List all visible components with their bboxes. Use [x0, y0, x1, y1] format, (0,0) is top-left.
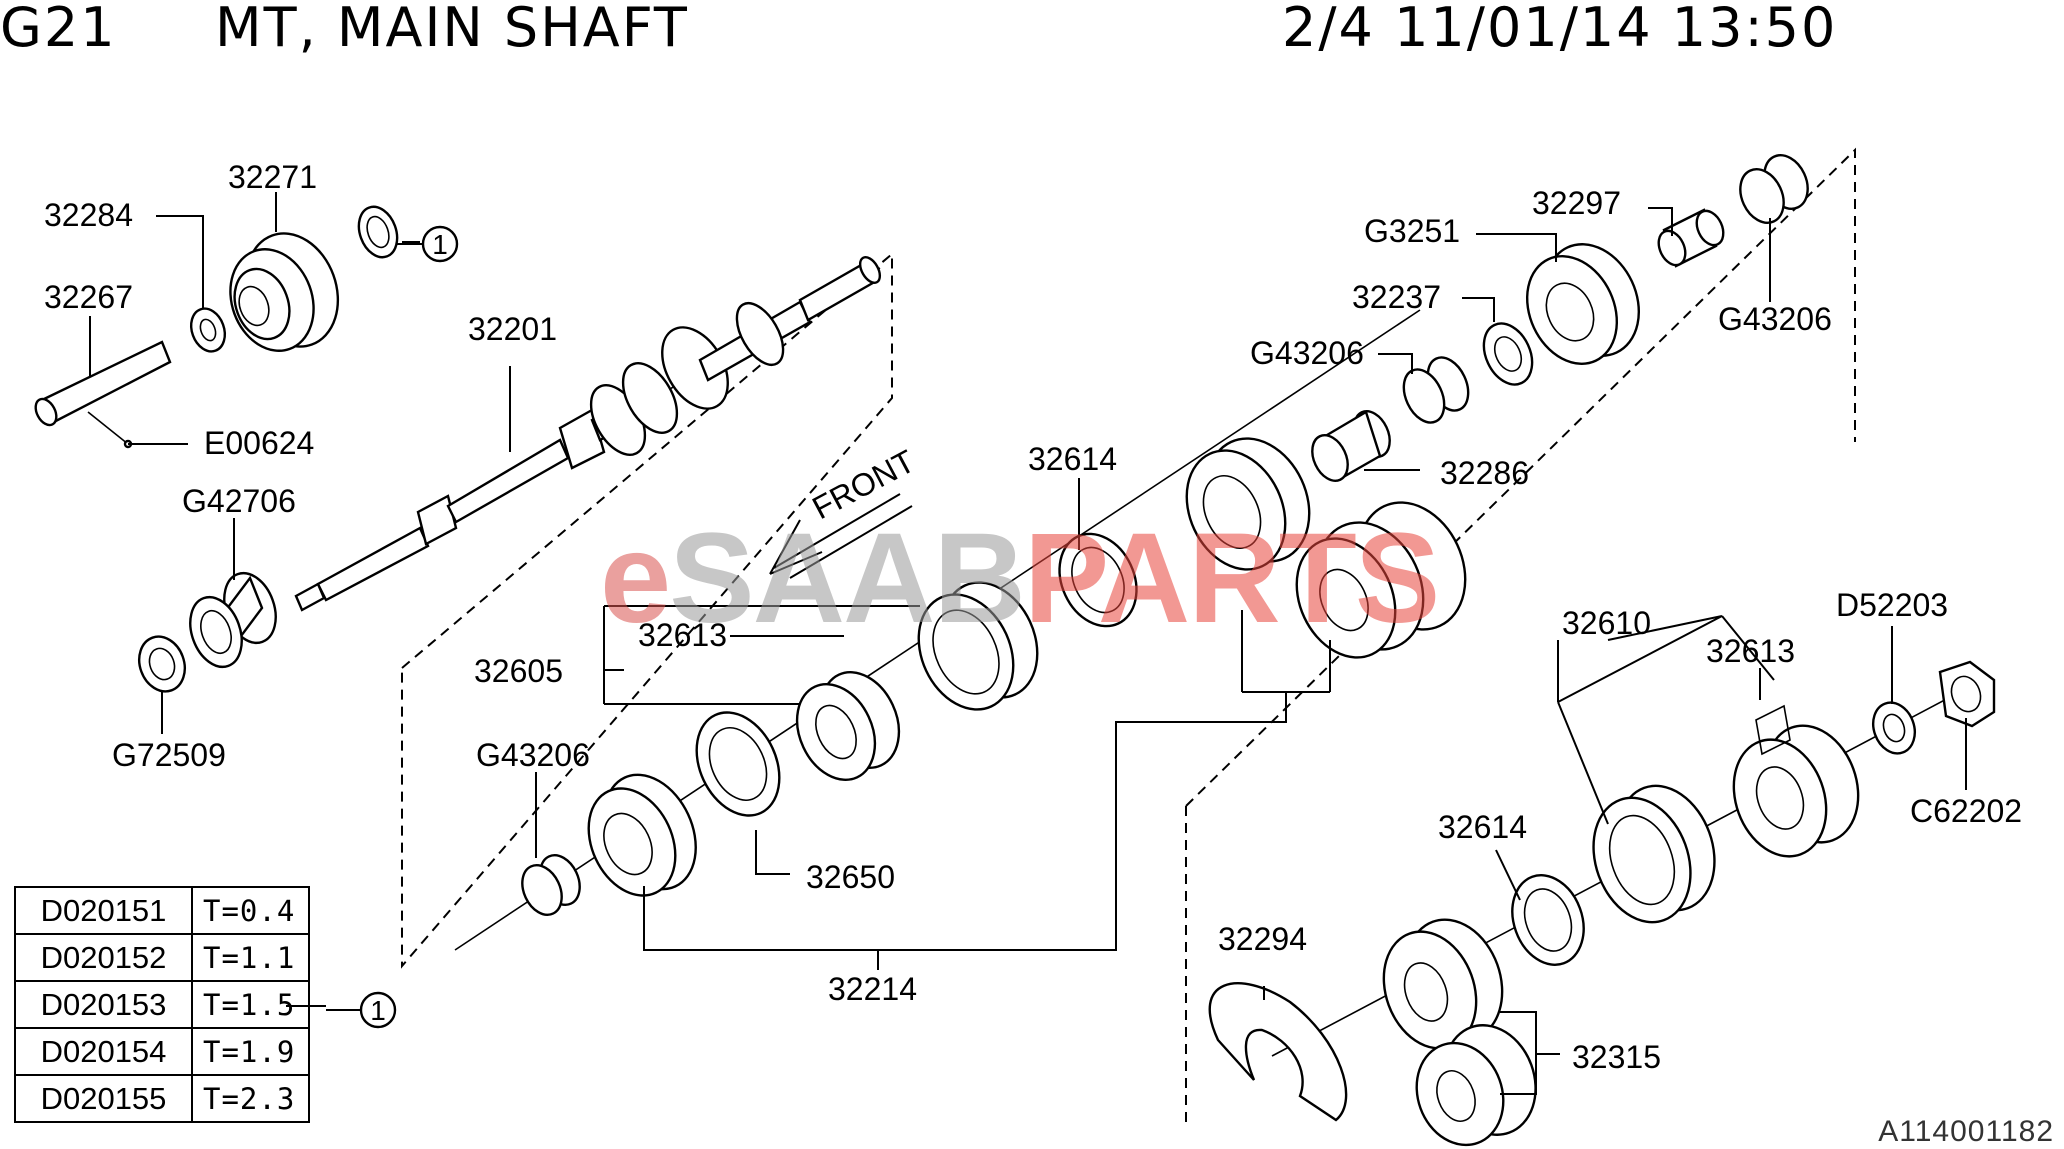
half-ring-32294	[1208, 982, 1348, 1122]
shim-thickness: T=1.9	[191, 1027, 310, 1076]
label-32605: 32605	[474, 653, 563, 689]
bearing-G43206-b	[1739, 154, 1809, 224]
callout-circle-table: 1	[359, 991, 397, 1029]
document-id: A114001182	[1878, 1115, 2054, 1148]
main-shaft	[294, 256, 882, 612]
bearing-G3251	[1525, 243, 1641, 365]
hub-32605	[795, 670, 901, 782]
label-32286: 32286	[1440, 455, 1529, 491]
collar-32297	[1657, 208, 1725, 268]
label-G43206-b: G43206	[1718, 301, 1832, 337]
label-32613-a: 32613	[638, 617, 727, 653]
label-32201: 32201	[468, 311, 557, 347]
label-32214: 32214	[828, 971, 917, 1007]
svg-text:1: 1	[432, 229, 448, 260]
bearing-G42706	[189, 571, 277, 669]
bearing-G43206-c	[1402, 356, 1470, 424]
sleeve-32610	[1592, 784, 1716, 924]
collar-32286	[1311, 410, 1391, 482]
part-labels: 32284 32271 32267 E00624 32201 G42706 G7…	[44, 159, 2022, 1075]
label-E00624: E00624	[204, 425, 314, 461]
label-32284: 32284	[44, 197, 133, 233]
shim-ring-top	[357, 205, 399, 259]
shim-thickness: T=2.3	[191, 1074, 310, 1123]
label-D52203: D52203	[1836, 587, 1948, 623]
page-info: 2/4 11/01/14 13:50	[1282, 0, 1838, 59]
shim-part-code: D020152	[14, 933, 193, 982]
ring-32614-a	[1058, 532, 1138, 628]
gear-32271	[229, 232, 340, 352]
ring-32650	[695, 711, 781, 817]
gear-32214	[587, 773, 697, 897]
svg-text:1: 1	[370, 995, 386, 1026]
diagram-title: MT, MAIN SHAFT	[215, 0, 689, 59]
nut-C62202	[1938, 660, 1996, 728]
label-32315: 32315	[1572, 1039, 1661, 1075]
washer-G72509	[138, 635, 186, 693]
label-G43206-a: G43206	[476, 737, 590, 773]
label-G72509: G72509	[112, 737, 226, 773]
shim-part-code: D020154	[14, 1027, 193, 1076]
ring-32614-b	[1511, 874, 1585, 966]
label-32271: 32271	[228, 159, 317, 195]
label-G43206-c: G43206	[1250, 335, 1364, 371]
label-32613-b: 32613	[1706, 633, 1795, 669]
washer-32284	[189, 307, 227, 353]
washer-D52203	[1872, 701, 1916, 755]
shim-thickness: T=1.5	[191, 980, 310, 1029]
shim-thickness: T=0.4	[191, 886, 310, 935]
shim-thickness: T=1.1	[191, 933, 310, 982]
sleeve-32605	[917, 581, 1039, 711]
label-32267: 32267	[44, 279, 133, 315]
label-32614-a: 32614	[1028, 441, 1117, 477]
label-32297: 32297	[1532, 185, 1621, 221]
bearing-G43206-a	[521, 854, 581, 916]
shim-part-code: D020155	[14, 1074, 193, 1123]
group-code: G21	[0, 0, 117, 59]
washer-32237	[1482, 322, 1534, 386]
label-C62202: C62202	[1910, 793, 2022, 829]
label-32237: 32237	[1352, 279, 1441, 315]
shim-part-code: D020151	[14, 886, 193, 935]
label-32650: 32650	[806, 859, 895, 895]
callout-circle-top: 1	[421, 225, 459, 263]
pin-32267	[34, 340, 172, 449]
frame-upper	[401, 251, 893, 969]
hub-32610	[1732, 704, 1860, 858]
label-32294: 32294	[1218, 921, 1307, 957]
leader-lines	[89, 192, 1967, 1095]
label-G42706: G42706	[182, 483, 296, 519]
watermark-logo: eSAABPARTS	[600, 507, 1440, 650]
shim-part-code: D020153	[14, 980, 193, 1029]
label-32614-b: 32614	[1438, 809, 1527, 845]
label-G3251: G3251	[1364, 213, 1460, 249]
bearing-32315	[1382, 918, 1537, 1147]
label-32610: 32610	[1562, 605, 1651, 641]
gear-pair-middle	[1185, 437, 1467, 659]
